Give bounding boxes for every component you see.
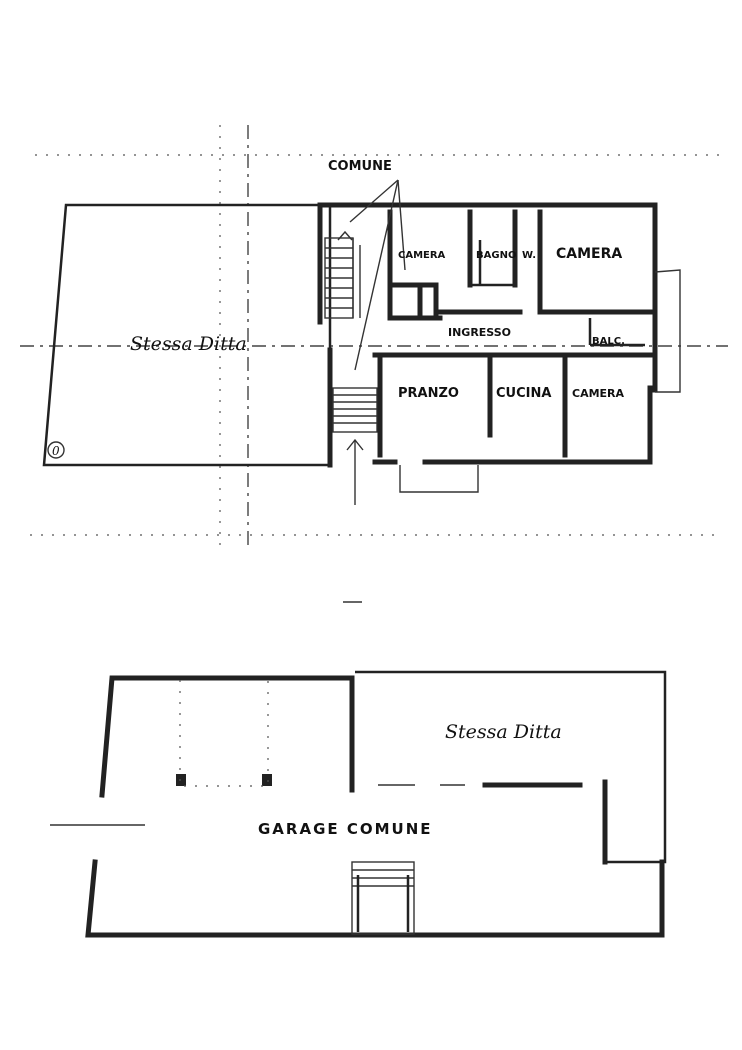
room-label-pranzo: PRANZO <box>398 386 459 401</box>
parking-bay-dotted <box>179 680 269 787</box>
wall-camera-small <box>387 209 443 321</box>
room-label-bagno: BAGNO <box>476 250 516 261</box>
wall-bagni <box>467 209 653 315</box>
room-label-camera-right: CAMERA <box>572 387 625 400</box>
garage-floor-plan: Stessa Ditta GARAGE COMUNE <box>50 670 667 938</box>
wall-balcone <box>588 318 645 347</box>
balcony-outline <box>654 269 681 393</box>
room-label-camera-large: CAMERA <box>556 246 622 262</box>
comune-pointer-3 <box>397 179 406 271</box>
staircase-lower <box>332 387 378 505</box>
window-ledge-pranzo <box>399 465 479 493</box>
unit-mark-label: 0 <box>52 444 60 458</box>
room-label-cucina: CUCINA <box>496 386 551 401</box>
upper-floor-plan: Stessa Ditta COMUNE CAMERA BAGNO W. CAME… <box>20 125 728 545</box>
garage-wall-top <box>99 675 355 798</box>
pillar-right <box>262 774 272 786</box>
garage-label: GARAGE COMUNE <box>258 820 433 838</box>
apartment-outer-wall-top <box>317 202 658 393</box>
garage-wall-bottom <box>85 859 665 938</box>
unit-mark-circle <box>47 441 65 459</box>
room-label-balcone: BALC. <box>592 336 625 347</box>
garage-neighbor-outline <box>355 670 667 864</box>
garage-owner-label: Stessa Ditta <box>445 721 562 743</box>
pillar-left <box>176 774 186 786</box>
apartment-outer-wall-bottom <box>372 385 653 465</box>
room-label-ingresso: INGRESSO <box>448 326 511 339</box>
wall-corridor-bottom <box>372 352 653 458</box>
wall-bagno-detail <box>470 240 515 287</box>
staircase-upper <box>324 230 361 319</box>
comune-pointer-1 <box>349 179 399 223</box>
room-label-camera-small: CAMERA <box>398 250 446 261</box>
wall-kitchen <box>487 352 568 458</box>
comune-label: COMUNE <box>328 159 392 174</box>
garage-staircase <box>351 861 415 935</box>
room-label-wc: W. <box>522 250 536 261</box>
comune-pointer-2 <box>354 179 399 371</box>
upper-owner-label: Stessa Ditta <box>130 333 247 355</box>
